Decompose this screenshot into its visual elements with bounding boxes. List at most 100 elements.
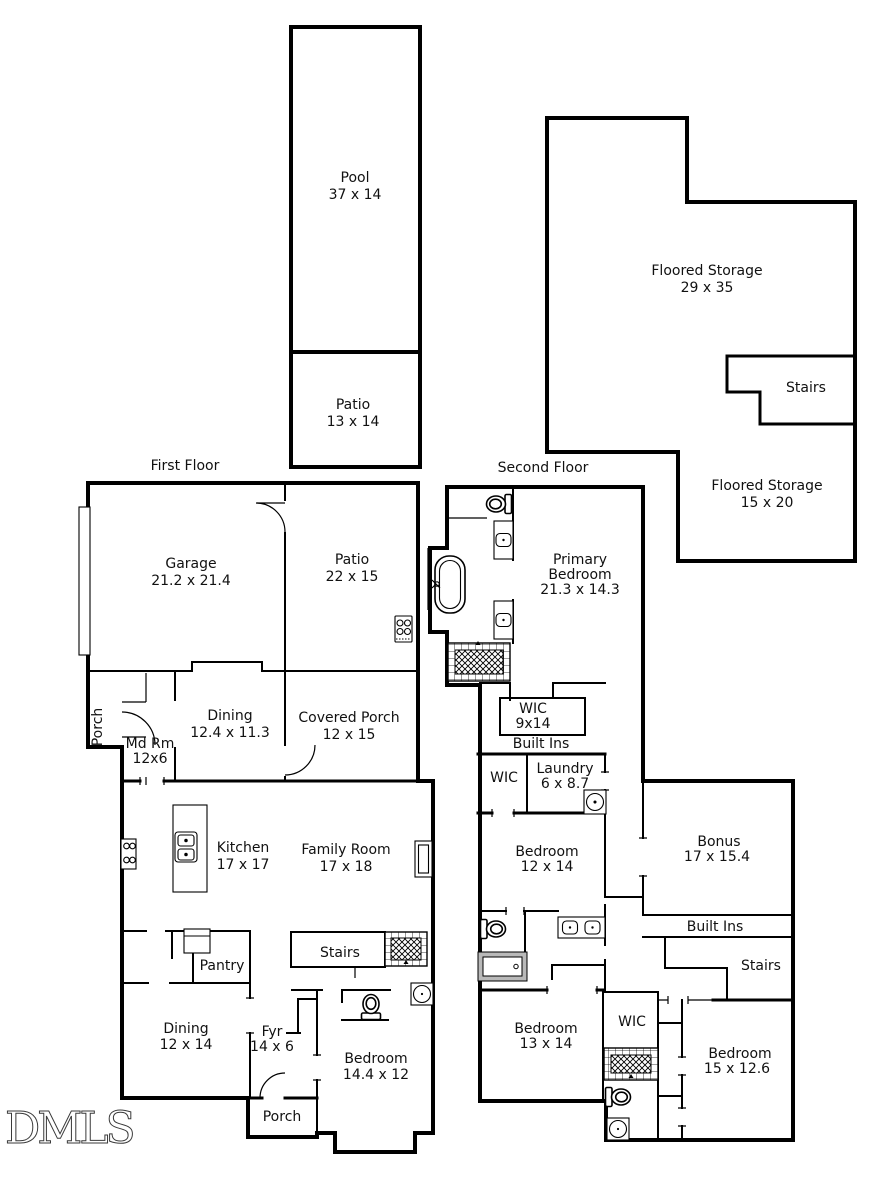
laundry-label: Laundry [536,761,593,777]
sink-icon-hall-1 [561,920,579,935]
grill-icon [394,615,413,643]
garage-label: Garage [165,556,216,572]
bonus-label: Bonus [697,834,740,850]
covered-porch-label: Covered Porch [298,710,399,726]
builtins-bonus-walls [642,914,794,938]
porch-side-label: Porch [90,708,106,747]
patio-outdoor-outline [289,350,422,469]
primary-bedroom-label-2: Bedroom [548,567,611,583]
fixtures [78,493,659,1141]
second-stairs-label: Stairs [741,958,781,974]
covered-porch-dims: 12 x 15 [323,727,376,743]
laundry-dims: 6 x 8.7 [541,776,589,792]
builtins-bonus-label: Built Ins [687,919,744,935]
garage-bottom-wall [87,661,286,672]
shower-icon-first-floor [384,931,428,967]
bonus-dims: 17 x 15.4 [684,849,750,865]
pantry-walls [171,930,251,999]
bedroom-left-dims: 13 x 14 [520,1036,573,1052]
pool-dims: 37 x 14 [329,187,382,203]
first-floor-outline [86,481,435,1154]
wic-primary-dims: 9x14 [515,716,550,732]
patio-first-dims: 22 x 15 [326,569,379,585]
storage-stairs-label: Stairs [786,380,826,396]
second-floor-title: Second Floor [498,460,589,476]
mudroom-label: Md Rm [126,736,175,752]
garage-patio-door-arc [255,502,286,533]
patio-outdoor-dims: 13 x 14 [327,414,380,430]
patio-first-label: Patio [335,552,369,568]
sink-icon-primary-2 [495,612,512,628]
foyer-dims: 14 x 6 [250,1039,294,1055]
pantry-label: Pantry [200,958,245,974]
bedroom-first-label: Bedroom [344,1051,407,1067]
dining-lower-dims: 12 x 14 [160,1037,213,1053]
bedroom-right-label: Bedroom [708,1046,771,1062]
storage-small-dims: 15 x 20 [741,495,794,511]
sink-icon-first-bath [410,982,434,1006]
sink-icon-back-bath [606,1117,630,1141]
bedroom-mid-dims: 12 x 14 [521,859,574,875]
covered-porch-door-arc [284,744,316,776]
kitchen-dims: 17 x 17 [217,857,270,873]
toilet-icon-hall [479,918,507,940]
first-bath-walls [291,989,391,1021]
builtins-primary-label: Built Ins [513,736,570,752]
storage-small-label: Floored Storage [711,478,822,494]
sink-icon-primary-1 [495,532,512,548]
kitchen-label: Kitchen [217,840,270,856]
bedroom-right-dims: 15 x 12.6 [704,1061,770,1077]
shower-icon-hall-bath [603,1047,659,1081]
storage-stairs-walls [725,354,857,426]
bedroom-left-label: Bedroom [514,1021,577,1037]
labels: Pool 37 x 14 Patio 13 x 14 Floored Stora… [5,170,826,1155]
foyer-label: Fyr [262,1024,283,1040]
primary-bedroom-label-1: Primary [553,552,607,568]
front-porch-door-arc [259,1072,286,1099]
garage-dims: 21.2 x 21.4 [151,573,231,589]
pool-label: Pool [341,170,370,186]
sink-icon-hall-2 [584,920,601,935]
dining-lower-label: Dining [163,1021,208,1037]
mudroom-dims: 12x6 [132,751,167,767]
porch-front-label: Porch [263,1109,302,1125]
fireplace-icon [414,840,433,878]
dining-upper-dims: 12.4 x 11.3 [190,725,270,741]
bedroom-first-dims: 14.4 x 12 [343,1067,409,1083]
tub-icon-hall [477,951,528,982]
family-room-label: Family Room [301,842,390,858]
mudroom-closet-lines [122,673,147,738]
foyer-closet-walls [286,998,318,1034]
dining-upper-label: Dining [207,708,252,724]
second-floor-outline [428,485,795,1142]
first-stairs-label: Stairs [320,945,360,961]
toilet-icon-primary [485,493,513,515]
cooktop-icon [120,838,137,870]
primary-bedroom-dims: 21.3 x 14.3 [540,582,620,598]
kitchen-sink-icon [174,831,198,863]
hall-bonus-walls [604,780,644,916]
washer-icon [583,789,607,815]
toilet-icon-first-floor [360,993,382,1021]
storage-large-dims: 29 x 35 [681,280,734,296]
wic-primary-box [499,697,586,736]
bedroom-mid-label: Bedroom [515,844,578,860]
family-room-dims: 17 x 18 [320,859,373,875]
primary-bedroom-bottom-wall [479,682,606,701]
mudroom-door-arc [121,711,156,746]
toilet-icon-back [604,1086,632,1108]
dmls-watermark: DMLS [5,1103,133,1154]
wic-hall-label: WIC [490,770,518,786]
patio-outdoor-label: Patio [336,397,370,413]
bathtub-icon [431,555,466,614]
mid-bath-walls [479,904,606,993]
first-floor-title: First Floor [151,458,220,474]
wic-primary-label: WIC [519,701,547,717]
garage-door-icon [78,506,91,656]
wic-small-label: WIC [618,1014,646,1030]
storage-outline [545,116,857,563]
second-stairs-walls [664,936,728,1001]
shower-icon-primary [447,641,511,682]
